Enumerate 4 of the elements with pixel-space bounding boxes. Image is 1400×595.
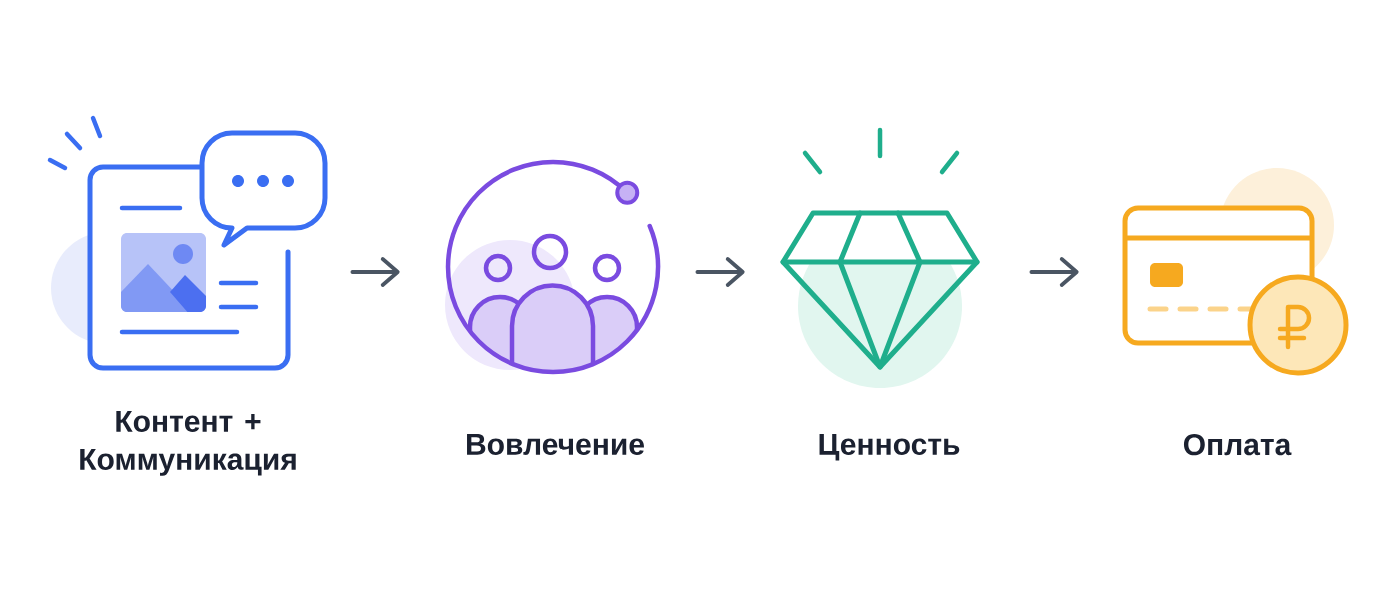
stage-label: Контент + Коммуникация — [80, 411, 296, 476]
stage-label: Вовлечение — [467, 434, 644, 455]
stage-label: Оплата — [1183, 434, 1292, 456]
stage-label: Ценность — [819, 434, 960, 461]
